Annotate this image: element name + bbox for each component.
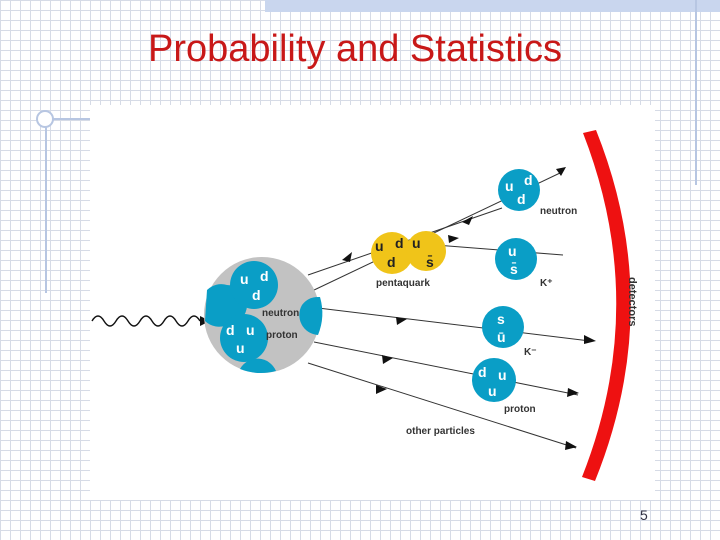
pentaquark-left [371,232,413,274]
product-kaon-minus-quark-2: ū [497,329,506,345]
arrow-10 [376,385,387,394]
arrow-8 [382,355,393,364]
trajectory-other [307,362,577,449]
product-neutron-label: neutron [540,206,577,217]
nucleon-partial-bottom [240,358,276,373]
header-band [265,0,720,12]
product-proton-label: proton [504,404,536,415]
pentaquark-quark-4: d [387,254,396,270]
nucleus-neutron-quark-3: d [252,287,261,303]
product-proton [472,358,516,402]
product-neutron-quark-1: u [505,178,514,194]
nucleus-proton-label: proton [266,330,298,341]
arrow-2 [462,216,473,225]
nucleus-neutron [230,261,278,309]
target-circle-icon [36,110,54,128]
product-kaon-plus-quark-1: u [508,243,517,259]
arrow-11 [565,441,577,450]
product-proton-quark-1: d [478,364,487,380]
pentaquark-quark-3: u [412,235,421,251]
arrow-9 [567,388,579,397]
arrow-3 [556,167,566,176]
product-neutron-quark-3: d [517,191,526,207]
trajectory-kaon-minus [317,307,591,342]
product-proton-quark-3: u [488,383,497,399]
pentaquark-right [406,231,446,271]
horizontal-rule [45,118,95,120]
nucleus-proton [220,314,268,362]
nucleus-neutron-label: neutron [262,308,299,319]
nucleon-partial-right [299,297,323,335]
product-neutron-quark-2: d [524,172,533,188]
incoming-photon-wave [91,315,201,327]
other-particles-label: other particles [406,426,475,437]
product-kaon-plus-quark-2: s̄ [510,260,518,277]
pentaquark-quark-2: d [395,235,404,251]
left-rule [45,113,47,293]
product-neutron [498,169,540,211]
particle-diagram: u d d neutron d u u proton u d u d s̄ pe… [90,105,655,500]
arrow-7 [584,335,596,344]
right-rule [695,0,697,185]
nucleus-proton-quark-1: d [226,322,235,338]
detector-label: detectors [626,277,638,327]
product-kaon-plus-label: K⁺ [540,278,553,289]
nucleus-neutron-quark-1: u [240,271,249,287]
nucleus-neutron-quark-2: d [260,268,269,284]
pentaquark-quark-5: s̄ [426,253,434,270]
slide-title: Probability and Statistics [148,28,562,70]
arrow-6 [396,317,407,325]
nucleus-proton-quark-2: u [246,322,255,338]
product-kaon-plus [495,238,537,280]
trajectory-proton [313,341,579,396]
product-proton-quark-2: u [498,367,507,383]
product-kaon-minus-quark-1: s [497,311,505,327]
arrow-4 [448,235,459,243]
pentaquark-quark-1: u [375,238,384,254]
product-kaon-minus [482,306,524,348]
product-kaon-minus-label: K⁻ [524,347,537,358]
pentaquark-label: pentaquark [376,278,430,289]
nucleus-proton-quark-3: u [236,340,245,356]
page-number: 5 [640,507,648,523]
arrow-1 [342,252,352,262]
detector-arc [582,130,631,481]
